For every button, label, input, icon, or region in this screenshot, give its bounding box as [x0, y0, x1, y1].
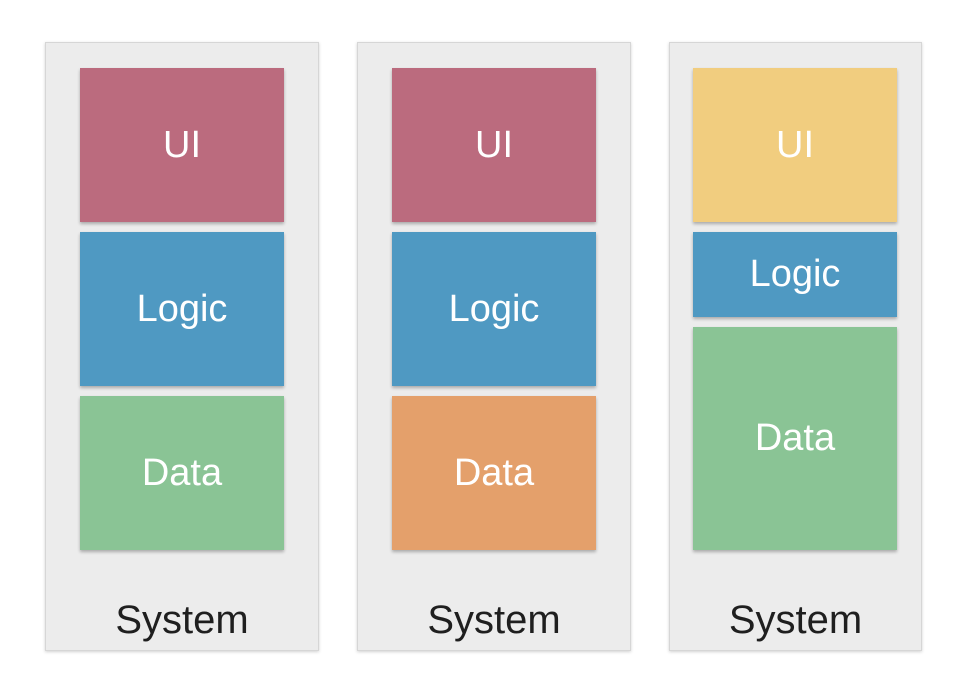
ui-layer: UI [693, 68, 897, 222]
ui-layer: UI [392, 68, 596, 222]
system-label: System [728, 598, 863, 642]
ui-layer: UI [80, 68, 284, 222]
data-layer: Data [80, 396, 284, 550]
system-label: System [115, 598, 249, 642]
system-panel-3: UI Logic Data System [669, 42, 922, 651]
data-layer: Data [693, 327, 897, 550]
logic-layer: Logic [693, 232, 897, 317]
data-layer: Data [392, 396, 596, 550]
logic-layer: Logic [80, 232, 284, 386]
system-panel-2: UI Logic Data System [357, 42, 631, 651]
system-panel-1: UI Logic Data System [45, 42, 319, 651]
logic-layer: Logic [392, 232, 596, 386]
system-label: System [427, 598, 561, 642]
